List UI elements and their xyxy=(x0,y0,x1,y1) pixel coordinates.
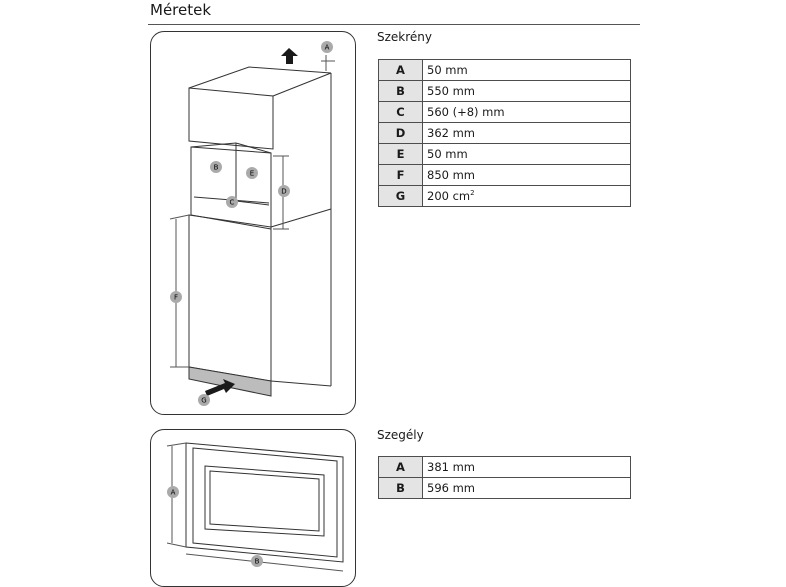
upper-cabinet-front xyxy=(188,87,274,150)
diagram-label-c: C xyxy=(230,199,235,207)
lower-cabinet-front xyxy=(188,214,272,382)
cabinet-diagram: A B C D E F G xyxy=(169,41,335,406)
airflow-in-arrow xyxy=(205,379,235,396)
page-title: Méretek xyxy=(150,1,212,19)
trim-heading: Szegély xyxy=(377,428,424,442)
diagram-label-b: B xyxy=(214,164,219,172)
diagram-label-a: A xyxy=(325,44,330,52)
airflow-out-arrow xyxy=(281,48,298,64)
trim-label-b: B xyxy=(255,558,260,566)
title-divider xyxy=(148,24,640,25)
diagram-label-g: G xyxy=(201,397,206,405)
cabinet-heading: Szekrény xyxy=(377,30,433,44)
trim-diagram-frame: A B xyxy=(150,429,356,587)
trim-outer-frame xyxy=(185,442,344,563)
diagram-label-e: E xyxy=(250,170,254,178)
trim-diagram: A B xyxy=(166,442,344,572)
diagram-label-f: F xyxy=(174,294,178,302)
upper-cabinet-top xyxy=(188,66,332,97)
cabinet-diagram-frame: A B C D E F G xyxy=(150,31,356,415)
trim-window xyxy=(204,465,325,537)
diagram-label-d: D xyxy=(281,188,286,196)
vent-plinth xyxy=(188,366,272,397)
trim-label-a: A xyxy=(171,489,176,497)
